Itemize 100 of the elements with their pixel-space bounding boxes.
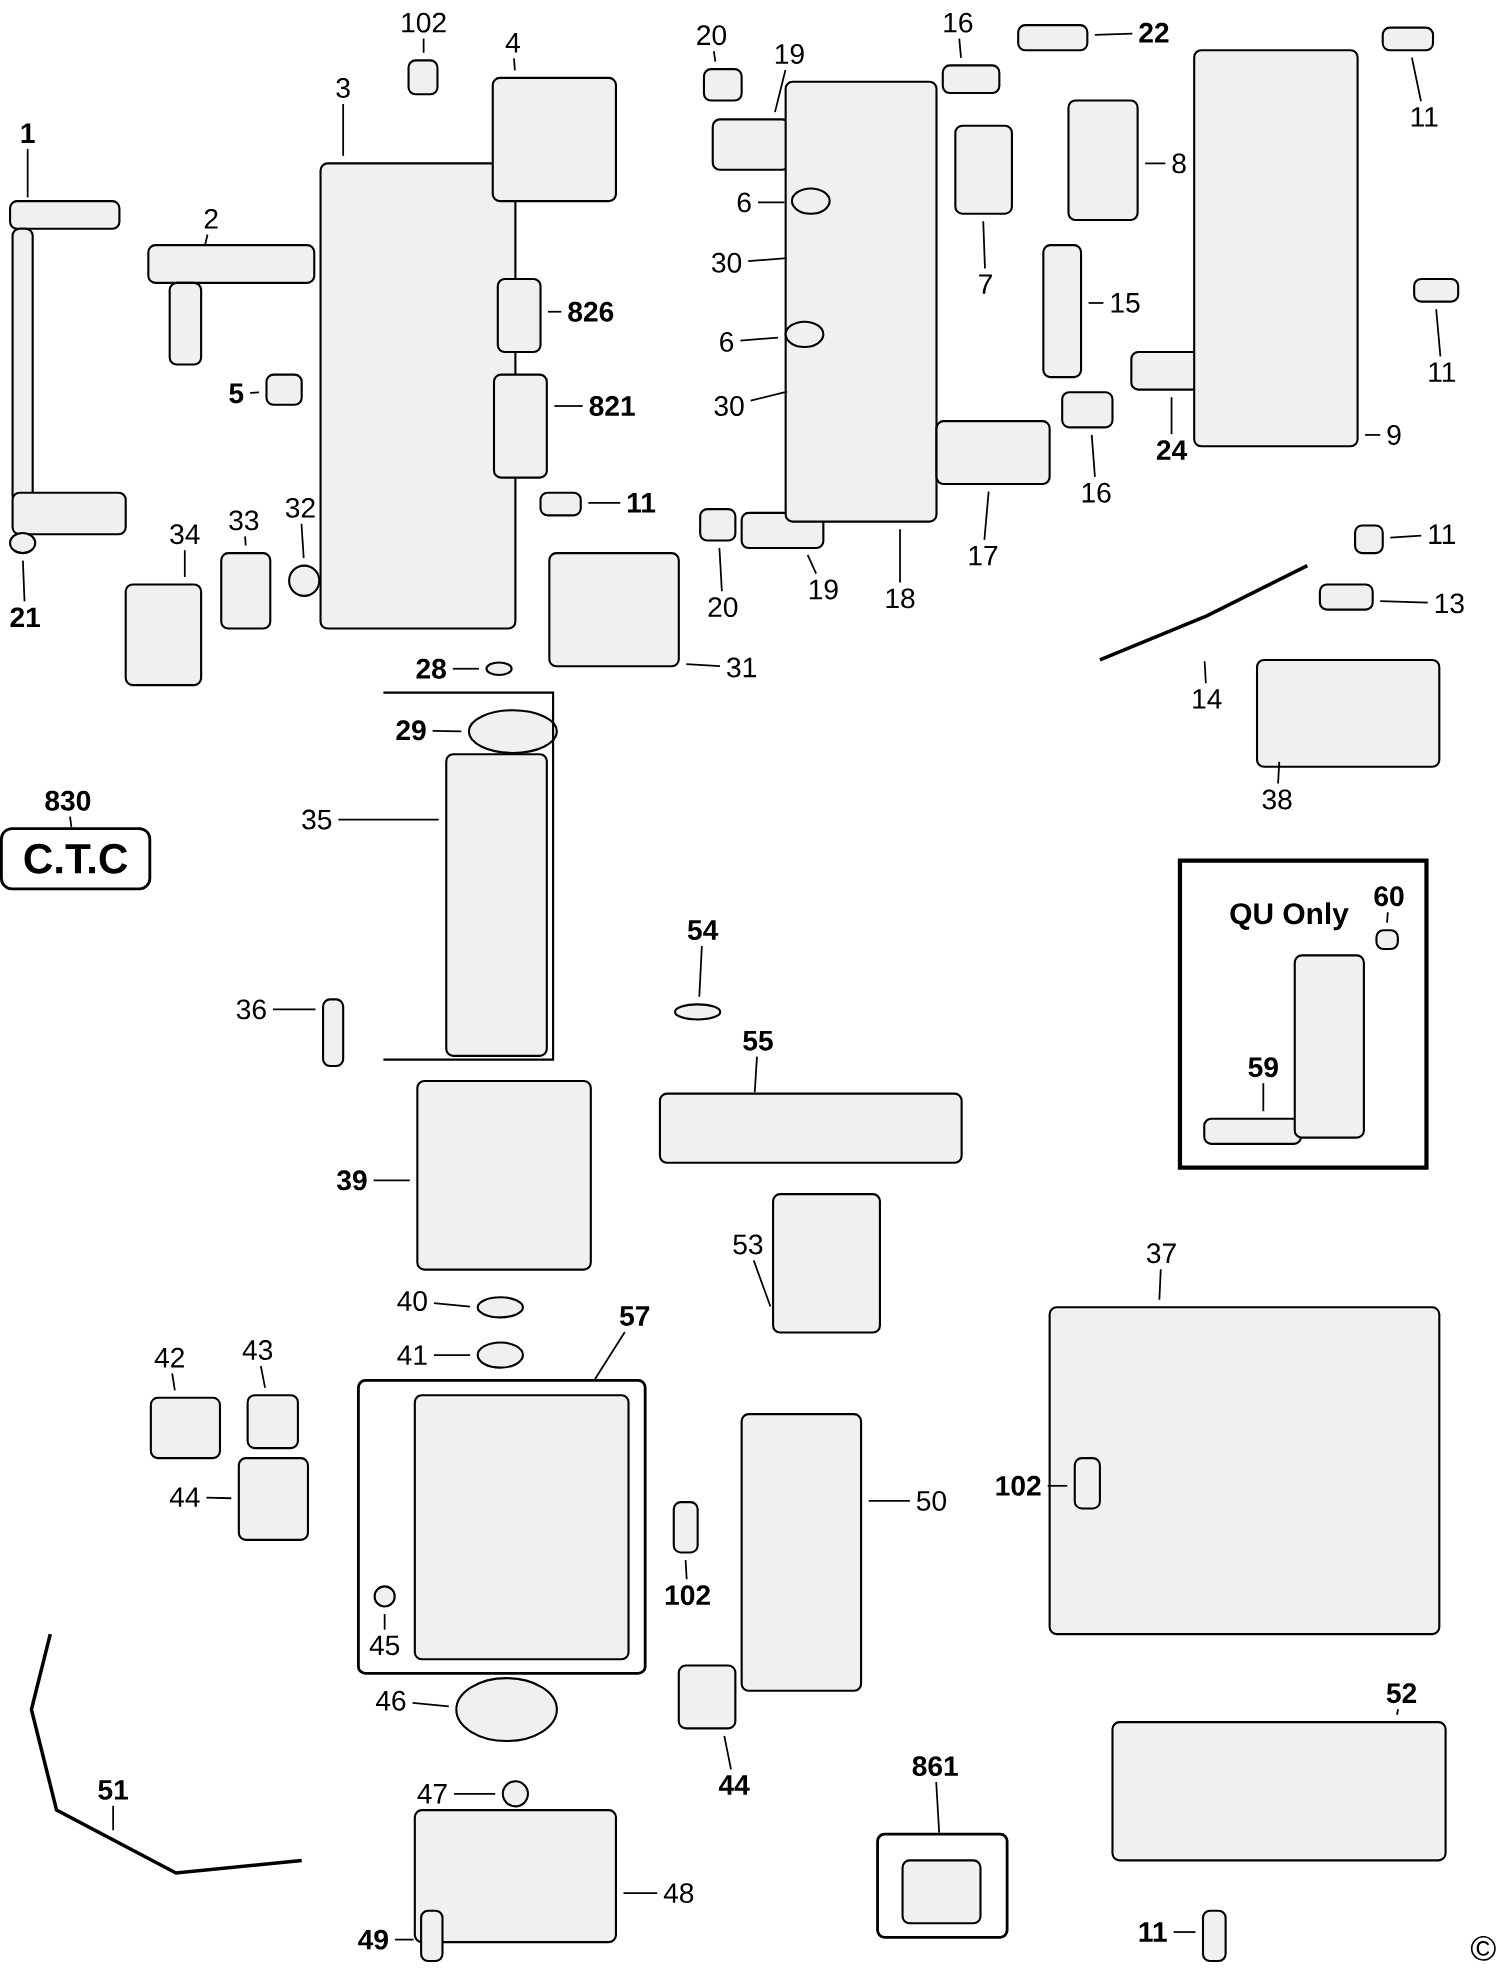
leader-line [1172, 1931, 1197, 1933]
leader-line [272, 1008, 317, 1011]
callout-number: 46 [376, 1690, 406, 1711]
leader-line [754, 1055, 759, 1094]
leader-line [1170, 396, 1173, 436]
callout-number: 41 [397, 1345, 427, 1365]
callout-number: 29 [396, 720, 426, 741]
callout-number: 60 [1374, 886, 1404, 907]
callout-number: 6 [737, 192, 751, 213]
callout-number: 20 [708, 597, 738, 618]
callout-number: 30 [714, 396, 744, 416]
leader-line [547, 310, 563, 313]
leader-line [337, 818, 440, 821]
callout-number: 18 [886, 588, 915, 609]
callout-number: 28 [416, 658, 447, 679]
callout-number: 102 [996, 1475, 1041, 1496]
parts-group-frame [357, 1378, 647, 1675]
leader-line [513, 57, 516, 72]
leader-line [1046, 1484, 1069, 1487]
callout-number: 52 [1387, 1683, 1417, 1704]
callout-number: 35 [302, 809, 332, 830]
copyright-symbol: © [1471, 1936, 1496, 1961]
leader-line [698, 945, 703, 998]
kit-box [876, 1832, 1009, 1939]
callout-number: 11 [1411, 107, 1438, 127]
callout-number: 48 [664, 1883, 694, 1904]
leader-line [452, 667, 480, 670]
leader-line [433, 1302, 472, 1308]
leader-line [1087, 302, 1105, 304]
callout-number: 16 [944, 12, 973, 33]
leader-line [1435, 308, 1442, 358]
callout-number: 39 [337, 1170, 367, 1191]
callout-number: 47 [417, 1784, 447, 1804]
callout-number: 33 [229, 510, 259, 531]
leader-line [1094, 32, 1134, 36]
leader-line [1158, 1268, 1162, 1301]
callout-number: 55 [743, 1031, 773, 1051]
leader-line [622, 1892, 659, 1894]
callout-number: 36 [236, 999, 266, 1020]
leader-line [112, 1804, 115, 1832]
callout-number: 11 [628, 493, 656, 513]
callout-number: 102 [402, 12, 446, 33]
leader-line [260, 1365, 267, 1389]
callout-number: 30 [712, 252, 742, 273]
leader-line [594, 1331, 626, 1380]
callout-number: 5 [229, 383, 244, 404]
leader-line [1396, 1708, 1400, 1716]
leader-line [372, 1179, 411, 1182]
callout-number: 17 [969, 545, 998, 566]
callout-number: 2 [204, 208, 218, 229]
callout-number: 22 [1139, 22, 1169, 43]
leader-line [204, 233, 209, 245]
leader-line [1389, 534, 1423, 539]
leader-line [383, 1613, 386, 1631]
callout-number: 14 [1193, 689, 1222, 709]
callout-number: 13 [1436, 593, 1464, 614]
leader-line [1144, 162, 1167, 165]
leader-line [753, 1259, 772, 1308]
leader-line [1364, 434, 1382, 436]
leader-line [684, 1559, 688, 1581]
callout-number: 34 [170, 524, 200, 545]
leader-line [867, 1500, 911, 1502]
leader-line [342, 103, 345, 157]
leader-line [983, 490, 990, 541]
callout-number: 54 [688, 920, 719, 940]
callout-number: 24 [1157, 440, 1188, 460]
leader-line [750, 390, 789, 402]
callout-number: 8 [1172, 153, 1186, 174]
callout-number: 830 [45, 790, 91, 811]
callout-number: 44 [719, 1775, 750, 1795]
leader-line [958, 37, 963, 59]
leader-line [718, 547, 723, 593]
callout-number: 16 [1082, 482, 1111, 503]
leader-line [26, 148, 29, 199]
callout-number: 57 [620, 1306, 650, 1326]
callout-number: 40 [397, 1291, 428, 1311]
leader-line [685, 663, 722, 668]
callout-number: 42 [154, 1347, 185, 1368]
callout-number: 3 [336, 78, 350, 98]
callout-number: 49 [358, 1929, 389, 1950]
callout-number: 59 [1248, 1057, 1279, 1078]
leader-line [739, 336, 780, 342]
leader-line [171, 1372, 176, 1392]
callout-number: 38 [1262, 789, 1292, 810]
leader-line [205, 1496, 233, 1500]
leader-line [22, 559, 26, 603]
callout-number: 4 [505, 33, 521, 53]
callout-number: 45 [369, 1635, 400, 1656]
callout-number: 6 [720, 331, 734, 352]
callout-number: 9 [1387, 424, 1401, 445]
callout-number: 19 [810, 579, 838, 600]
leader-line [453, 1792, 497, 1795]
leader-line [982, 220, 986, 270]
leader-line [1411, 56, 1423, 103]
leader-line [433, 1354, 472, 1356]
callout-number: 20 [697, 25, 727, 46]
callout-number: 821 [589, 396, 635, 416]
leader-line [935, 1781, 941, 1834]
callout-number: 19 [776, 44, 804, 64]
callout-number: 51 [98, 1780, 129, 1800]
